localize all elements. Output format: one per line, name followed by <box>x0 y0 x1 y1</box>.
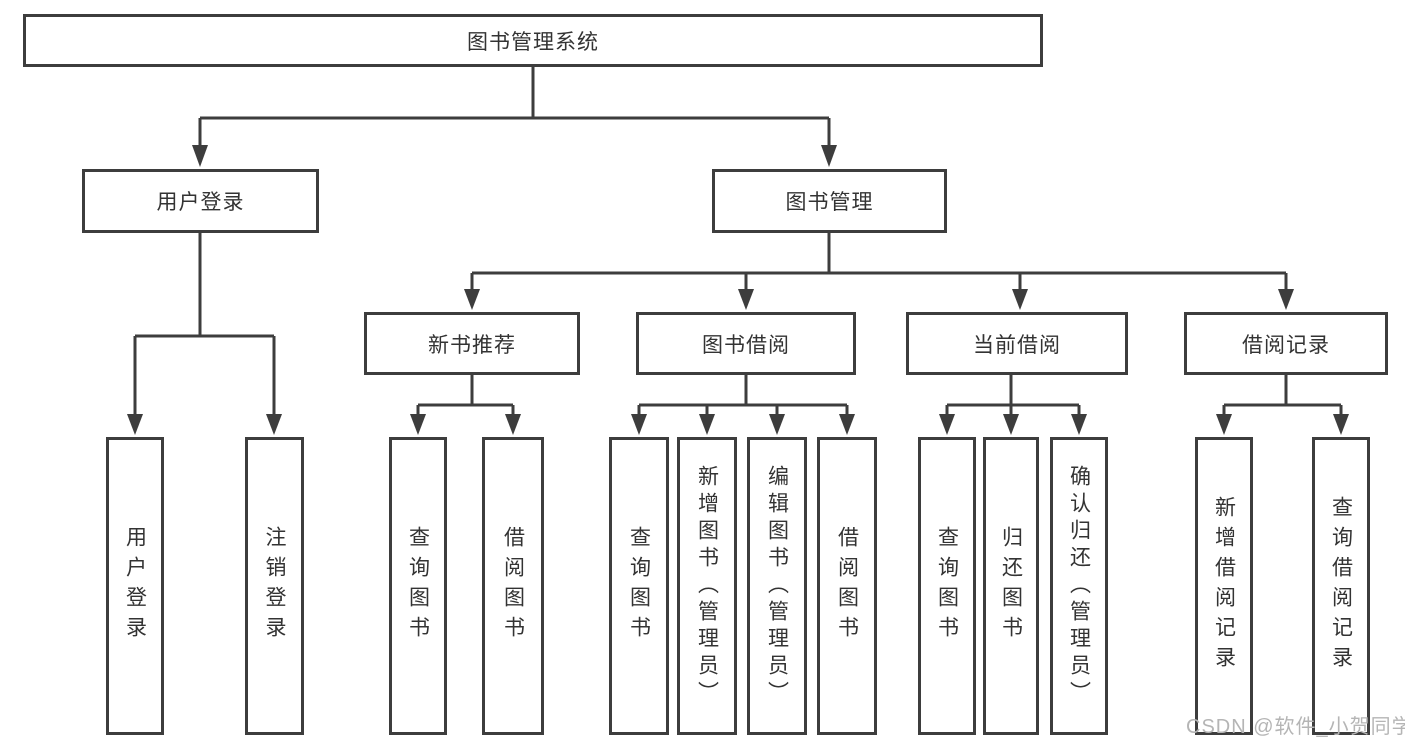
leaf-add-borrow-record: 新增借阅记录 <box>1195 437 1253 735</box>
node-borrow-records-label: 借阅记录 <box>1242 333 1330 357</box>
leaf-user-login-label: 用户登录 <box>123 526 147 646</box>
node-current-borrow-label: 当前借阅 <box>973 333 1061 357</box>
leaf-query-books-current-label: 查询图书 <box>935 526 959 646</box>
node-borrow-records: 借阅记录 <box>1184 312 1388 375</box>
leaf-query-books-recommend: 查询图书 <box>389 437 447 735</box>
leaf-edit-book-admin: 编辑图书（管理员） <box>747 437 807 735</box>
leaf-query-books-borrow: 查询图书 <box>609 437 669 735</box>
node-user-login-label: 用户登录 <box>156 191 245 214</box>
watermark: CSDN @软件_小贺同学 <box>1186 716 1405 738</box>
node-new-book-recommend-label: 新书推荐 <box>428 333 516 357</box>
leaf-add-book-admin-label: 新增图书（管理员） <box>695 464 719 708</box>
leaf-return-book: 归还图书 <box>983 437 1039 735</box>
leaf-borrow-books-label: 借阅图书 <box>835 526 859 646</box>
leaf-borrow-books: 借阅图书 <box>817 437 877 735</box>
leaf-add-borrow-record-label: 新增借阅记录 <box>1212 496 1236 676</box>
node-library-system-label: 图书管理系统 <box>467 30 599 54</box>
leaf-return-book-label: 归还图书 <box>999 526 1023 646</box>
leaf-query-borrow-record: 查询借阅记录 <box>1312 437 1370 735</box>
leaf-query-books-recommend-label: 查询图书 <box>406 526 430 646</box>
node-book-borrow-label: 图书借阅 <box>702 333 790 357</box>
node-current-borrow: 当前借阅 <box>906 312 1128 375</box>
leaf-query-books-current: 查询图书 <box>918 437 976 735</box>
leaf-logout: 注销登录 <box>245 437 304 735</box>
leaf-user-login: 用户登录 <box>106 437 164 735</box>
leaf-logout-label: 注销登录 <box>263 526 287 646</box>
node-book-management: 图书管理 <box>712 169 947 233</box>
node-new-book-recommend: 新书推荐 <box>364 312 580 375</box>
leaf-borrow-books-recommend-label: 借阅图书 <box>501 526 525 646</box>
leaf-add-book-admin: 新增图书（管理员） <box>677 437 737 735</box>
leaf-borrow-books-recommend: 借阅图书 <box>482 437 544 735</box>
node-library-system: 图书管理系统 <box>23 14 1043 67</box>
node-book-management-label: 图书管理 <box>785 191 874 214</box>
leaf-confirm-return-admin-label: 确认归还（管理员） <box>1067 464 1091 708</box>
leaf-confirm-return-admin: 确认归还（管理员） <box>1050 437 1108 735</box>
node-user-login: 用户登录 <box>82 169 319 233</box>
leaf-query-books-borrow-label: 查询图书 <box>627 526 651 646</box>
leaf-edit-book-admin-label: 编辑图书（管理员） <box>765 464 789 708</box>
leaf-query-borrow-record-label: 查询借阅记录 <box>1329 496 1353 676</box>
node-book-borrow: 图书借阅 <box>636 312 856 375</box>
